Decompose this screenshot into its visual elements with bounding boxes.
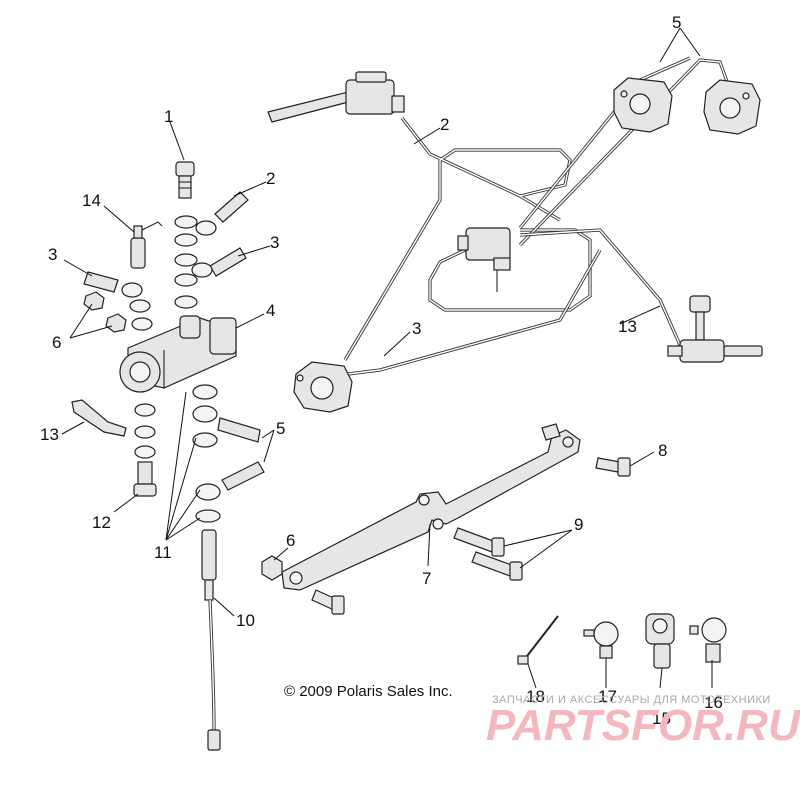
banjo-bolt-12 bbox=[133, 461, 157, 497]
callout-18: 18 bbox=[526, 687, 545, 706]
callout-6-left: 6 bbox=[52, 333, 61, 352]
leader-lines bbox=[61, 27, 713, 689]
bolts-9 bbox=[453, 527, 523, 581]
lower-washers-and-banjos bbox=[134, 384, 221, 523]
brake-line-fitting-13-left bbox=[71, 399, 127, 437]
callout-labels: 1 2 2 3 3 3 4 5 5 6 6 7 8 9 10 11 12 13 … bbox=[40, 13, 723, 728]
clip-17 bbox=[583, 621, 619, 659]
bolt-8 bbox=[595, 457, 631, 477]
distribution-block-assembled bbox=[457, 227, 511, 292]
callout-9: 9 bbox=[574, 515, 583, 534]
callout-4: 4 bbox=[266, 301, 275, 320]
rear-caliper bbox=[293, 361, 353, 413]
master-cylinder-lever bbox=[267, 71, 405, 123]
callout-12: 12 bbox=[92, 513, 111, 532]
bolt-lower bbox=[311, 589, 345, 615]
callout-11: 11 bbox=[154, 543, 172, 562]
brake-hose-10 bbox=[201, 529, 221, 751]
front-caliper-right bbox=[703, 79, 761, 135]
clip-16 bbox=[689, 617, 727, 663]
foot-master-cylinder bbox=[667, 295, 763, 363]
brake-line-fitting-3-left bbox=[83, 271, 151, 313]
brake-bracket-7 bbox=[281, 423, 581, 591]
callout-14: 14 bbox=[82, 191, 101, 210]
callout-16: 16 bbox=[704, 693, 723, 712]
callout-10: 10 bbox=[236, 611, 255, 630]
brake-line-fittings-5 bbox=[217, 417, 265, 491]
brake-line-fitting-3-right bbox=[191, 247, 247, 278]
sealing-washers-column bbox=[174, 215, 198, 309]
watermark-brand: PARTSFOR.RU bbox=[486, 701, 800, 750]
watermark-tagline: ЗАПЧАСТИ И АКСЕССУАРЫ ДЛЯ МОТОТЕХНИКИ bbox=[492, 694, 771, 706]
callout-8: 8 bbox=[658, 441, 667, 460]
callout-2-top: 2 bbox=[440, 115, 449, 134]
callout-17: 17 bbox=[598, 687, 617, 706]
callout-1: 1 bbox=[164, 107, 173, 126]
nut-6-lower bbox=[261, 555, 283, 581]
callout-13-left: 13 bbox=[40, 425, 59, 444]
copyright-notice: © 2009 Polaris Sales Inc. bbox=[284, 683, 453, 700]
brake-line-fitting-2 bbox=[195, 191, 249, 236]
cable-tie-18 bbox=[517, 615, 559, 665]
callout-15: 15 bbox=[652, 709, 671, 728]
clip-15 bbox=[645, 613, 675, 669]
distribution-block-4 bbox=[119, 315, 237, 393]
banjo-bolt-1 bbox=[175, 161, 195, 199]
pressure-switch-14 bbox=[130, 221, 163, 269]
callout-13-right: 13 bbox=[618, 317, 637, 336]
nuts-6-left bbox=[83, 291, 153, 333]
callout-2-left: 2 bbox=[266, 169, 275, 188]
callout-7: 7 bbox=[422, 569, 431, 588]
callout-3-left: 3 bbox=[48, 245, 57, 264]
callout-5-top: 5 bbox=[672, 13, 681, 32]
callout-3-mid: 3 bbox=[270, 233, 279, 252]
callout-5-left: 5 bbox=[276, 419, 285, 438]
callout-3-top: 3 bbox=[412, 319, 421, 338]
front-caliper-left bbox=[613, 77, 673, 133]
brake-lines bbox=[339, 56, 732, 377]
callout-6-lower: 6 bbox=[286, 531, 295, 550]
